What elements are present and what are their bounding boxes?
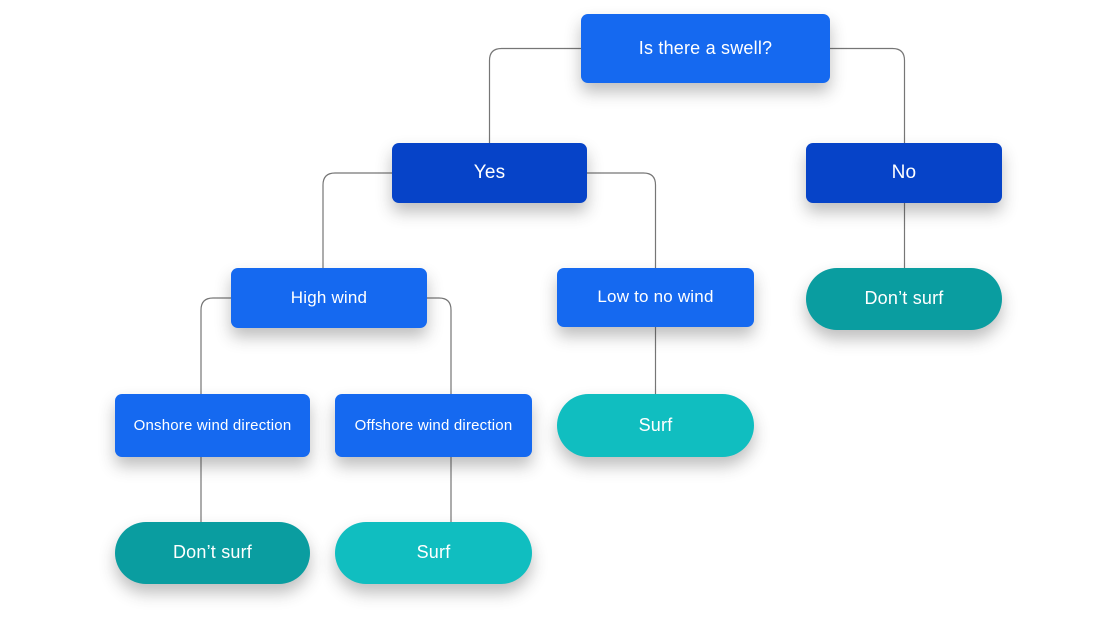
node-label: Offshore wind direction	[354, 416, 513, 434]
edge-yes-high-wind	[322, 172, 392, 268]
node-offshore: Offshore wind direction	[335, 394, 532, 457]
edge-yes-low-to-no-wind	[587, 172, 657, 268]
node-dont-surf-onshore: Don’t surf	[115, 522, 310, 584]
node-label: Don’t surf	[172, 542, 253, 563]
node-no: No	[806, 143, 1002, 203]
node-yes: Yes	[392, 143, 587, 203]
node-label: Is there a swell?	[638, 37, 773, 58]
node-label: Surf	[416, 542, 451, 563]
node-label: No	[891, 161, 917, 183]
edge-swell-question-yes	[488, 47, 581, 143]
node-label: Don’t surf	[864, 288, 944, 309]
node-dont-surf-no: Don’t surf	[806, 268, 1002, 330]
node-label: High wind	[290, 287, 368, 307]
node-surf-low-wind: Surf	[557, 394, 754, 457]
node-label: Low to no wind	[597, 287, 714, 307]
node-onshore: Onshore wind direction	[115, 394, 310, 457]
edge-high-wind-onshore	[200, 297, 231, 394]
edge-swell-question-no	[830, 47, 906, 143]
node-label: Surf	[638, 414, 673, 435]
node-low-to-no-wind: Low to no wind	[557, 268, 754, 327]
edge-high-wind-offshore	[427, 297, 452, 394]
node-swell-question: Is there a swell?	[581, 14, 830, 83]
node-label: Yes	[473, 161, 506, 183]
node-label: Onshore wind direction	[133, 416, 292, 434]
node-surf-offshore: Surf	[335, 522, 532, 584]
node-high-wind: High wind	[231, 268, 427, 328]
